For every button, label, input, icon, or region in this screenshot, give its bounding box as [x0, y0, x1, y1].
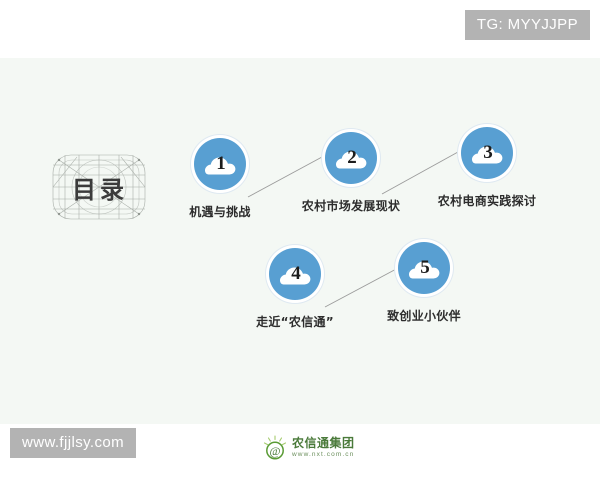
- page-title: 目录: [72, 175, 128, 204]
- title-block: 目录: [47, 151, 151, 223]
- toc-label-4: 走近“农信通”: [256, 315, 334, 329]
- toc-label-5: 致创业小伙伴: [387, 309, 461, 323]
- cloud-icon: [409, 261, 440, 279]
- cloud-icon: [205, 157, 236, 175]
- footer-company-name: 农信通集团: [292, 436, 355, 451]
- badge-number: 3: [483, 142, 493, 163]
- toc-label-3: 农村电商实践探讨: [437, 194, 537, 208]
- svg-text:@: @: [269, 444, 280, 458]
- slide-canvas: 目录 1 机遇与挑战 2 农村市场发展现状: [0, 58, 600, 460]
- toc-node-4[interactable]: 4 走近“农信通”: [220, 248, 370, 330]
- watermark-bottom-left: www.fjjlsy.com: [10, 428, 136, 458]
- toc-label-1: 机遇与挑战: [189, 205, 251, 219]
- footer-url: www.nxt.com.cn: [292, 451, 355, 459]
- badge-number: 4: [291, 263, 301, 284]
- toc-node-1[interactable]: 1 机遇与挑战: [145, 138, 295, 220]
- footer-logo: @ 农信通集团 www.nxt.com.cn: [262, 435, 355, 461]
- badge-number: 1: [216, 153, 226, 174]
- at-sign-logo-icon: @: [263, 435, 287, 460]
- badge-2[interactable]: 2: [325, 132, 377, 184]
- cloud-icon: [472, 146, 503, 164]
- toc-node-3[interactable]: 3 农村电商实践探讨: [412, 127, 562, 209]
- badge-4[interactable]: 4: [269, 248, 321, 300]
- badge-5[interactable]: 5: [398, 242, 450, 294]
- cloud-icon: [336, 151, 367, 169]
- cloud-icon: [280, 267, 311, 285]
- toc-node-5[interactable]: 5 致创业小伙伴: [349, 242, 499, 324]
- badge-3[interactable]: 3: [461, 127, 513, 179]
- connector-lines: [247, 151, 459, 308]
- watermark-top-right: TG: MYYJJPP: [464, 10, 590, 40]
- toc-label-2: 农村市场发展现状: [301, 199, 401, 213]
- badge-number: 2: [347, 147, 357, 168]
- title-wireframe-icon: [52, 154, 146, 220]
- toc-node-2[interactable]: 2 农村市场发展现状: [276, 132, 426, 214]
- badge-1[interactable]: 1: [194, 138, 246, 190]
- badge-number: 5: [420, 257, 430, 278]
